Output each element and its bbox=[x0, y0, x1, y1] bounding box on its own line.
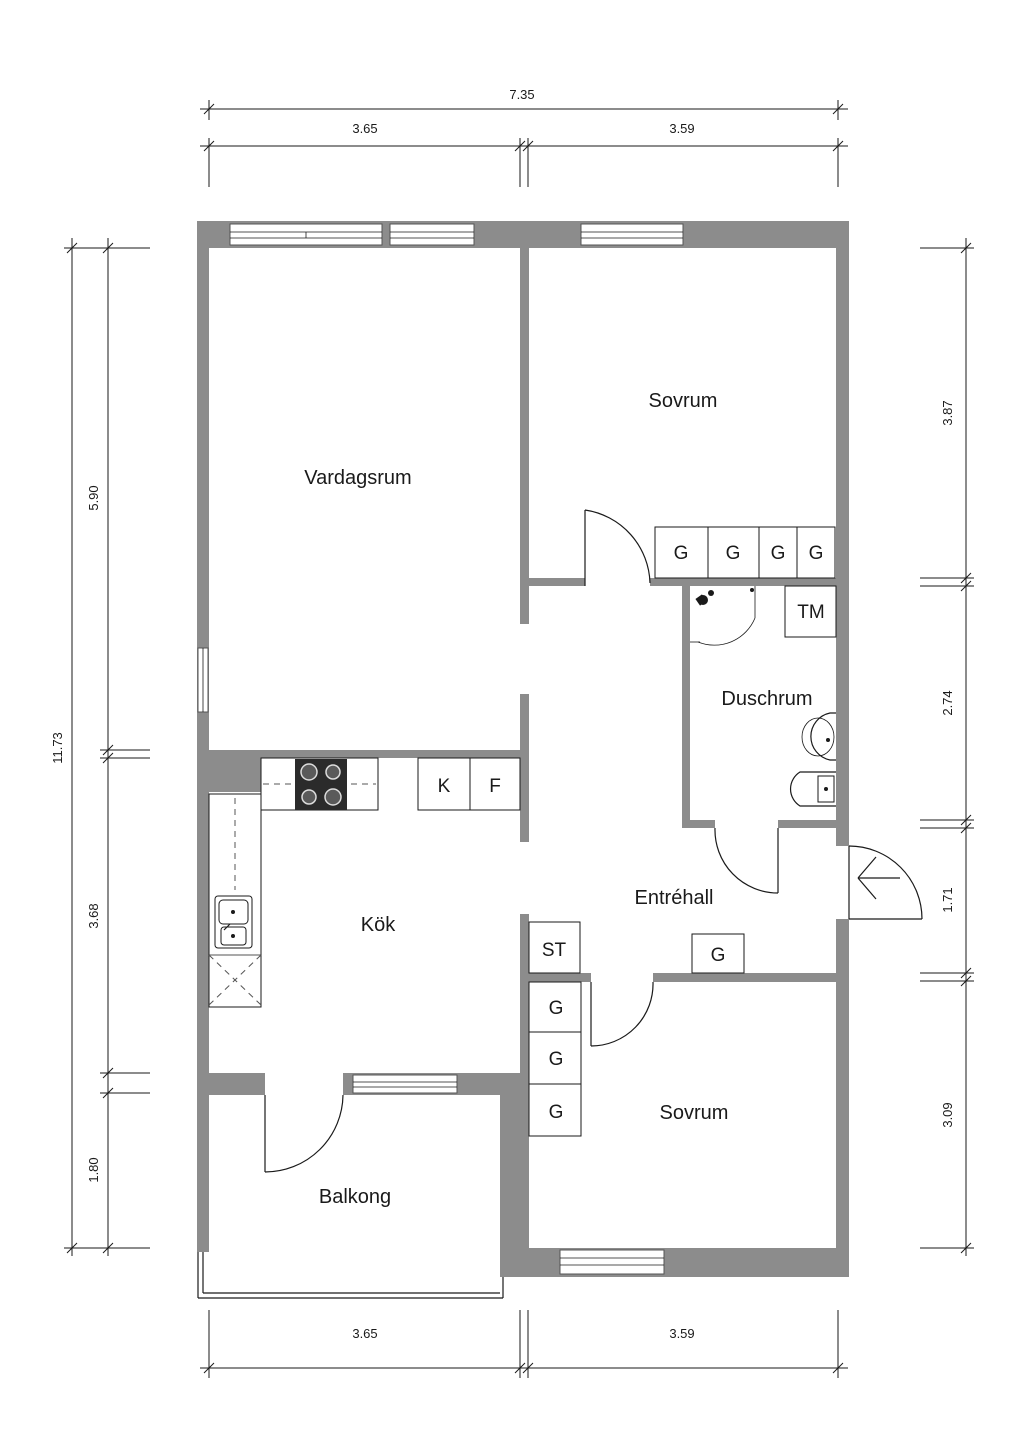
dim-right-1: 3.87 bbox=[940, 400, 955, 425]
dim-top-right: 3.59 bbox=[669, 121, 694, 136]
entrance-arrow-icon bbox=[857, 856, 900, 900]
dim-top-total: 7.35 bbox=[509, 87, 534, 102]
wardrobes-top bbox=[654, 526, 836, 579]
dim-right-3: 1.71 bbox=[940, 887, 955, 912]
dim-bottom-right: 3.59 bbox=[669, 1326, 694, 1341]
dimension-lines bbox=[64, 100, 974, 1378]
wardrobe-label-5: G bbox=[549, 998, 564, 1019]
room-label-sovrum-top: Sovrum bbox=[649, 390, 718, 412]
dim-bottom-left: 3.65 bbox=[352, 1326, 377, 1341]
doors bbox=[264, 509, 923, 1173]
stove-icon bbox=[300, 763, 342, 806]
dim-top-left: 3.65 bbox=[352, 121, 377, 136]
kitchen-sink-icon bbox=[214, 895, 253, 949]
wardrobe-label-6: G bbox=[549, 1049, 564, 1070]
shower-icon bbox=[690, 586, 756, 646]
dim-left-1: 5.90 bbox=[86, 485, 101, 510]
windows bbox=[197, 223, 684, 1275]
dim-left-2: 3.68 bbox=[86, 903, 101, 928]
dim-left-total: 11.73 bbox=[50, 732, 65, 764]
wardrobes-bottom bbox=[528, 981, 582, 1137]
wardrobe-hall bbox=[691, 933, 745, 974]
fridge-f bbox=[469, 757, 521, 811]
room-label-balkong: Balkong bbox=[319, 1186, 391, 1208]
fridge-label: F bbox=[489, 776, 501, 797]
storage-st-label: ST bbox=[542, 940, 567, 961]
sink-icon bbox=[801, 712, 836, 761]
kitchen-counter bbox=[208, 757, 379, 1008]
wardrobe-label-3: G bbox=[771, 543, 786, 564]
room-label-vardagsrum: Vardagsrum bbox=[304, 467, 411, 489]
room-label-sovrum-bottom: Sovrum bbox=[660, 1102, 729, 1124]
room-label-entrehall: Entréhall bbox=[635, 887, 714, 909]
dim-right-4: 3.09 bbox=[940, 1102, 955, 1127]
washing-machine-label: TM bbox=[797, 602, 824, 623]
dim-right-2: 2.74 bbox=[940, 690, 955, 715]
room-label-duschrum: Duschrum bbox=[721, 688, 812, 710]
freezer-label: K bbox=[438, 776, 451, 797]
dim-left-3: 1.80 bbox=[86, 1157, 101, 1182]
storage-st bbox=[528, 921, 581, 974]
wardrobe-label-1: G bbox=[674, 543, 689, 564]
washing-machine-tm bbox=[784, 585, 837, 638]
freezer-k bbox=[417, 757, 471, 811]
walls bbox=[197, 221, 849, 1277]
wardrobe-label-hall: G bbox=[711, 945, 726, 966]
wardrobe-label-2: G bbox=[726, 543, 741, 564]
wardrobe-label-4: G bbox=[809, 543, 824, 564]
room-label-kok: Kök bbox=[361, 914, 396, 936]
wardrobe-label-7: G bbox=[549, 1102, 564, 1123]
toilet-icon bbox=[790, 771, 836, 807]
balcony-railing bbox=[197, 1252, 504, 1299]
